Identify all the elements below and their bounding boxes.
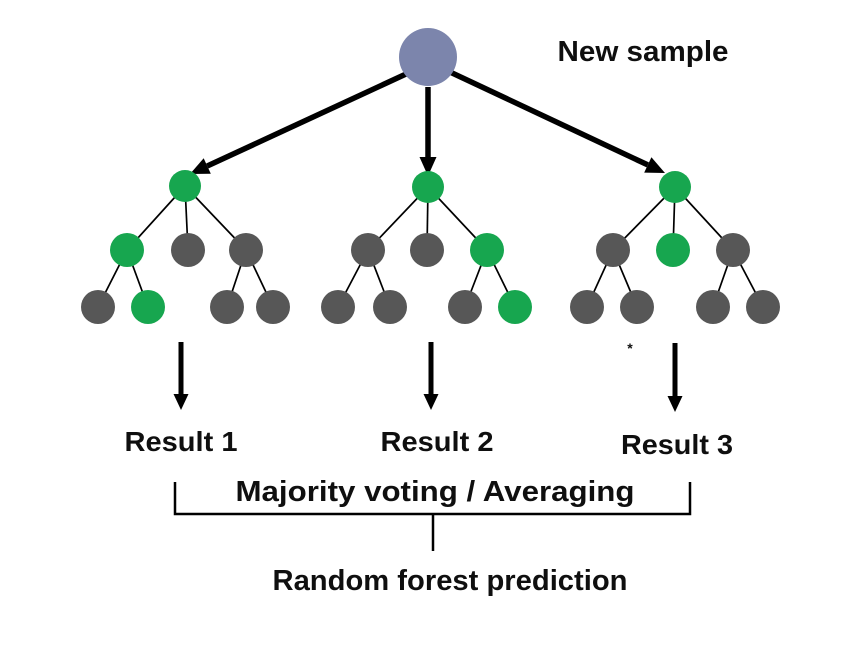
tree-2-node-7-green: [498, 290, 532, 324]
tree-3-node-2-green: [656, 233, 690, 267]
random-forest-prediction-label: Random forest prediction: [273, 565, 628, 597]
tree-3-node-1-grey: [596, 233, 630, 267]
tree-3-node-3-grey: [716, 233, 750, 267]
sample-to-tree-1-arrow-shaft: [206, 71, 408, 169]
new-sample-node: [399, 28, 457, 86]
tree-1-node-3-grey: [229, 233, 263, 267]
tree-2-node-6-grey: [448, 290, 482, 324]
new-sample-label: New sample: [558, 36, 729, 68]
result-1-label: Result 1: [125, 426, 238, 457]
tree-2-node-1-grey: [351, 233, 385, 267]
nodes-layer: [81, 28, 780, 324]
tree-2-node-3-green: [470, 233, 504, 267]
tree-3-node-7-grey: [746, 290, 780, 324]
tree-3-node-5-grey: [620, 290, 654, 324]
red-asterisk: *: [627, 340, 633, 356]
tree-1-node-0-green: [169, 170, 201, 202]
majority-voting-label: Majority voting / Averaging: [236, 476, 635, 508]
tree-2-node-2-grey: [410, 233, 444, 267]
tree-3-node-4-grey: [570, 290, 604, 324]
sample-to-tree-3-arrow-head: [644, 157, 665, 173]
tree-1-node-5-green: [131, 290, 165, 324]
tree-3-node-0-green: [659, 171, 691, 203]
tree-1-node-4-grey: [81, 290, 115, 324]
tree-1-node-1-green: [110, 233, 144, 267]
tree-2-node-0-green: [412, 171, 444, 203]
result-3-label: Result 3: [621, 429, 733, 460]
bracket-layer: [173, 482, 692, 551]
result-2-label: Result 2: [381, 426, 494, 457]
tree-3-result-arrow-head: [667, 396, 683, 412]
tree-1-result-arrow-head: [173, 394, 189, 410]
tree-1-node-2-grey: [171, 233, 205, 267]
tree-1-node-6-grey: [210, 290, 244, 324]
tree-2-node-5-grey: [373, 290, 407, 324]
arrows-layer: [173, 69, 683, 412]
tree-3-node-6-grey: [696, 290, 730, 324]
sample-to-tree-1-arrow-head: [190, 158, 211, 174]
sample-to-tree-2-arrow-head: [419, 157, 437, 176]
tree-2-result-arrow-head: [423, 394, 439, 410]
tree-1-node-7-grey: [256, 290, 290, 324]
tree-2-node-4-grey: [321, 290, 355, 324]
sample-to-tree-3-arrow-shaft: [448, 69, 649, 168]
